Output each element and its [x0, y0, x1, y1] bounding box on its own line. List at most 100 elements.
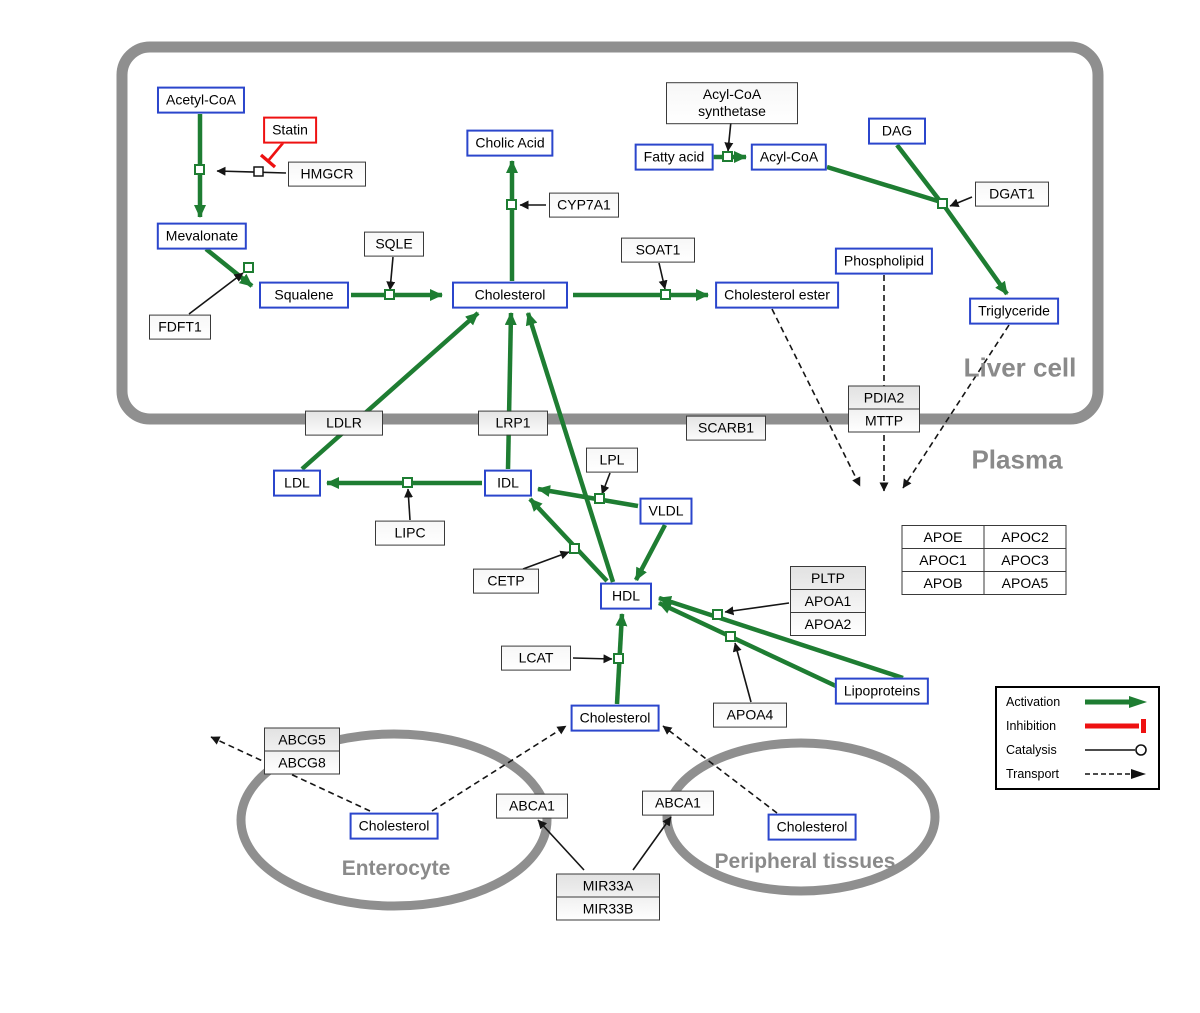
node-pdia2-mttp-group: PDIA2 MTTP — [848, 385, 920, 433]
compartment-shapes — [116, 41, 1104, 911]
node-sqle: SQLE — [364, 231, 424, 257]
plasma-label: Plasma — [971, 444, 1063, 475]
edge-dgat-node-triglyceride — [943, 205, 1009, 296]
catalysis-cetp — [522, 550, 570, 570]
node-apoa2: APOA2 — [791, 612, 865, 635]
node-cholic-acid: Cholic Acid — [466, 129, 554, 157]
legend-row-transport: Transport — [1006, 767, 1149, 781]
legend-transport-label: Transport — [1006, 767, 1060, 781]
legend-inhibition-label: Inhibition — [1006, 719, 1057, 733]
node-scarb1: SCARB1 — [686, 415, 766, 441]
node-abca1-right: ABCA1 — [642, 790, 714, 816]
catalysis-sqle — [386, 256, 396, 291]
node-ldl: LDL — [273, 469, 321, 497]
catalysis-apoa4 — [732, 642, 752, 703]
node-fatty-acid: Fatty acid — [634, 143, 714, 171]
reaction-nodes — [194, 151, 948, 664]
node-pltp-apoa-group: PLTP APOA1 APOA2 — [790, 566, 866, 636]
catalysis-soat1 — [658, 262, 668, 290]
edge-acylcoa-dgat-node — [826, 164, 942, 205]
catalysis-lipc — [404, 488, 414, 521]
node-ldlr: LDLR — [305, 410, 383, 436]
reaction-node — [402, 477, 413, 488]
inhibition-statin-tee — [259, 153, 277, 169]
node-apoa4: APOA4 — [713, 702, 787, 728]
node-pltp: PLTP — [811, 570, 845, 586]
reaction-node — [613, 653, 624, 664]
activation-arrow-icon — [1085, 696, 1147, 708]
node-squalene: Squalene — [259, 281, 349, 309]
transport-edges — [210, 275, 1010, 814]
node-cetp: CETP — [473, 568, 539, 594]
catalysis-circle-icon — [1085, 744, 1147, 756]
edge-mevalonate-squalene — [204, 247, 254, 288]
node-cyp7a1: CYP7A1 — [549, 192, 619, 218]
catalysis-lpl — [600, 472, 611, 495]
peripheral-tissues-label: Peripheral tissues — [714, 850, 896, 873]
reaction-node — [384, 289, 395, 300]
reaction-node — [712, 609, 723, 620]
node-lipc: LIPC — [375, 520, 445, 546]
node-abcg8: ABCG8 — [265, 750, 339, 774]
edge-lipoproteins-hdl-lower — [658, 600, 839, 690]
catalysis-edges — [188, 120, 973, 871]
node-abcg5-abcg8-group: ABCG5 ABCG8 — [264, 727, 340, 775]
reaction-node — [660, 289, 671, 300]
enterocyte-label: Enterocyte — [341, 857, 451, 880]
reaction-node — [725, 631, 736, 642]
node-lcat: LCAT — [501, 645, 571, 671]
edge-hdl-cholesterol — [525, 312, 616, 583]
inhibition-statin-line — [267, 142, 284, 162]
reaction-node — [243, 262, 254, 273]
node-apoc2: APOC2 — [984, 526, 1067, 549]
node-acyl-coa: Acyl-CoA — [750, 143, 828, 171]
transport-dashed-arrow-icon — [1085, 769, 1146, 779]
node-abcg5: ABCG5 — [278, 731, 326, 748]
reaction-node — [937, 198, 948, 209]
node-hdl: HDL — [600, 582, 652, 610]
transport-triglyceride — [902, 324, 1010, 489]
edge-mir33-abca1-left — [537, 819, 585, 871]
reaction-node — [722, 151, 733, 162]
node-cholesterol-plasma: Cholesterol — [570, 704, 660, 732]
node-vldl: VLDL — [639, 497, 693, 525]
edge-idl-cholesterol — [504, 312, 517, 470]
node-apoc3: APOC3 — [984, 549, 1067, 572]
legend-activation-label: Activation — [1006, 695, 1061, 709]
edge-mir33-abca1-right — [632, 816, 672, 871]
edge-lipoproteins-hdl-upper — [658, 595, 904, 681]
reaction-node — [194, 164, 205, 175]
inhibition-edge — [259, 142, 284, 169]
catalysis-pltp — [724, 602, 790, 616]
node-cholesterol-liver: Cholesterol — [452, 281, 568, 309]
node-apob: APOB — [902, 572, 985, 595]
reaction-node — [506, 199, 517, 210]
liver-cell-membrane — [116, 41, 1104, 425]
node-apoe: APOE — [902, 526, 985, 549]
edge-hdl-idl-cetp — [528, 497, 609, 583]
node-triglyceride: Triglyceride — [969, 297, 1059, 325]
node-acyl-coa-synthetase: Acyl-CoA synthetase — [666, 82, 798, 124]
node-cholesterol-ester: Cholesterol ester — [715, 281, 839, 309]
node-cholesterol-peripheral: Cholesterol — [767, 813, 857, 841]
hmgcr-junction-node — [253, 166, 264, 177]
node-cholesterol-enterocyte: Cholesterol — [349, 812, 439, 840]
node-apoa1: APOA1 — [791, 589, 865, 612]
node-apoa5: APOA5 — [984, 572, 1067, 595]
catalysis-dgat1 — [949, 196, 973, 207]
node-phospholipid: Phospholipid — [834, 247, 934, 275]
legend: Activation Inhibition Catalysis Transpor… — [995, 686, 1160, 790]
node-soat1: SOAT1 — [621, 237, 695, 263]
reaction-node — [569, 543, 580, 554]
catalysis-acylcoa-synthetase — [724, 120, 734, 152]
node-mir33-group: MIR33A MIR33B — [556, 873, 660, 921]
legend-catalysis-label: Catalysis — [1006, 743, 1057, 757]
reaction-node — [594, 493, 605, 504]
node-lpl: LPL — [586, 447, 638, 473]
transport-cholesterolester — [771, 308, 861, 487]
node-idl: IDL — [484, 469, 532, 497]
node-lipoproteins: Lipoproteins — [834, 677, 930, 705]
legend-row-inhibition: Inhibition — [1006, 719, 1149, 733]
transport-peripheral-cholesterol — [662, 725, 778, 814]
